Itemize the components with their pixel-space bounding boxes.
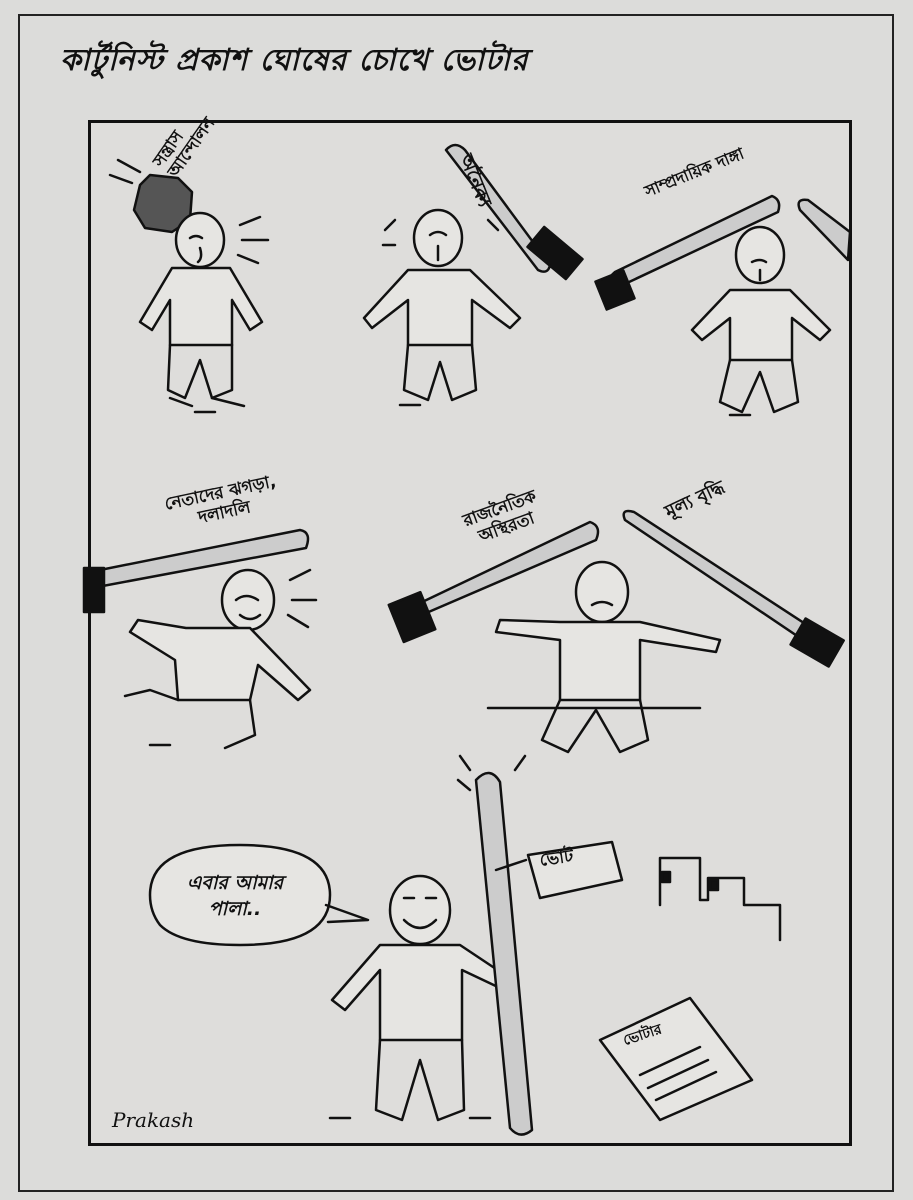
- speech-text: এবার আমার পালা..: [186, 872, 284, 920]
- stick-tag-text: ভোট: [538, 846, 575, 871]
- figure-1-rock: [108, 158, 270, 408]
- figure-5-center: [387, 509, 845, 754]
- outer-border: [18, 14, 894, 1192]
- figure-4-leaders: [82, 528, 318, 750]
- buildings: [658, 856, 782, 942]
- figure-2-stick: [362, 143, 584, 402]
- figure-3-riot: [594, 194, 852, 414]
- speech-bubble: [148, 843, 370, 947]
- figure-voter-final: [330, 754, 624, 1136]
- artist-signature: Prakash: [112, 1108, 195, 1132]
- page-title: কার্টুনিস্ট প্রকাশ ঘোষের চোখে ভোটার: [60, 43, 529, 78]
- newspaper: [598, 996, 754, 1122]
